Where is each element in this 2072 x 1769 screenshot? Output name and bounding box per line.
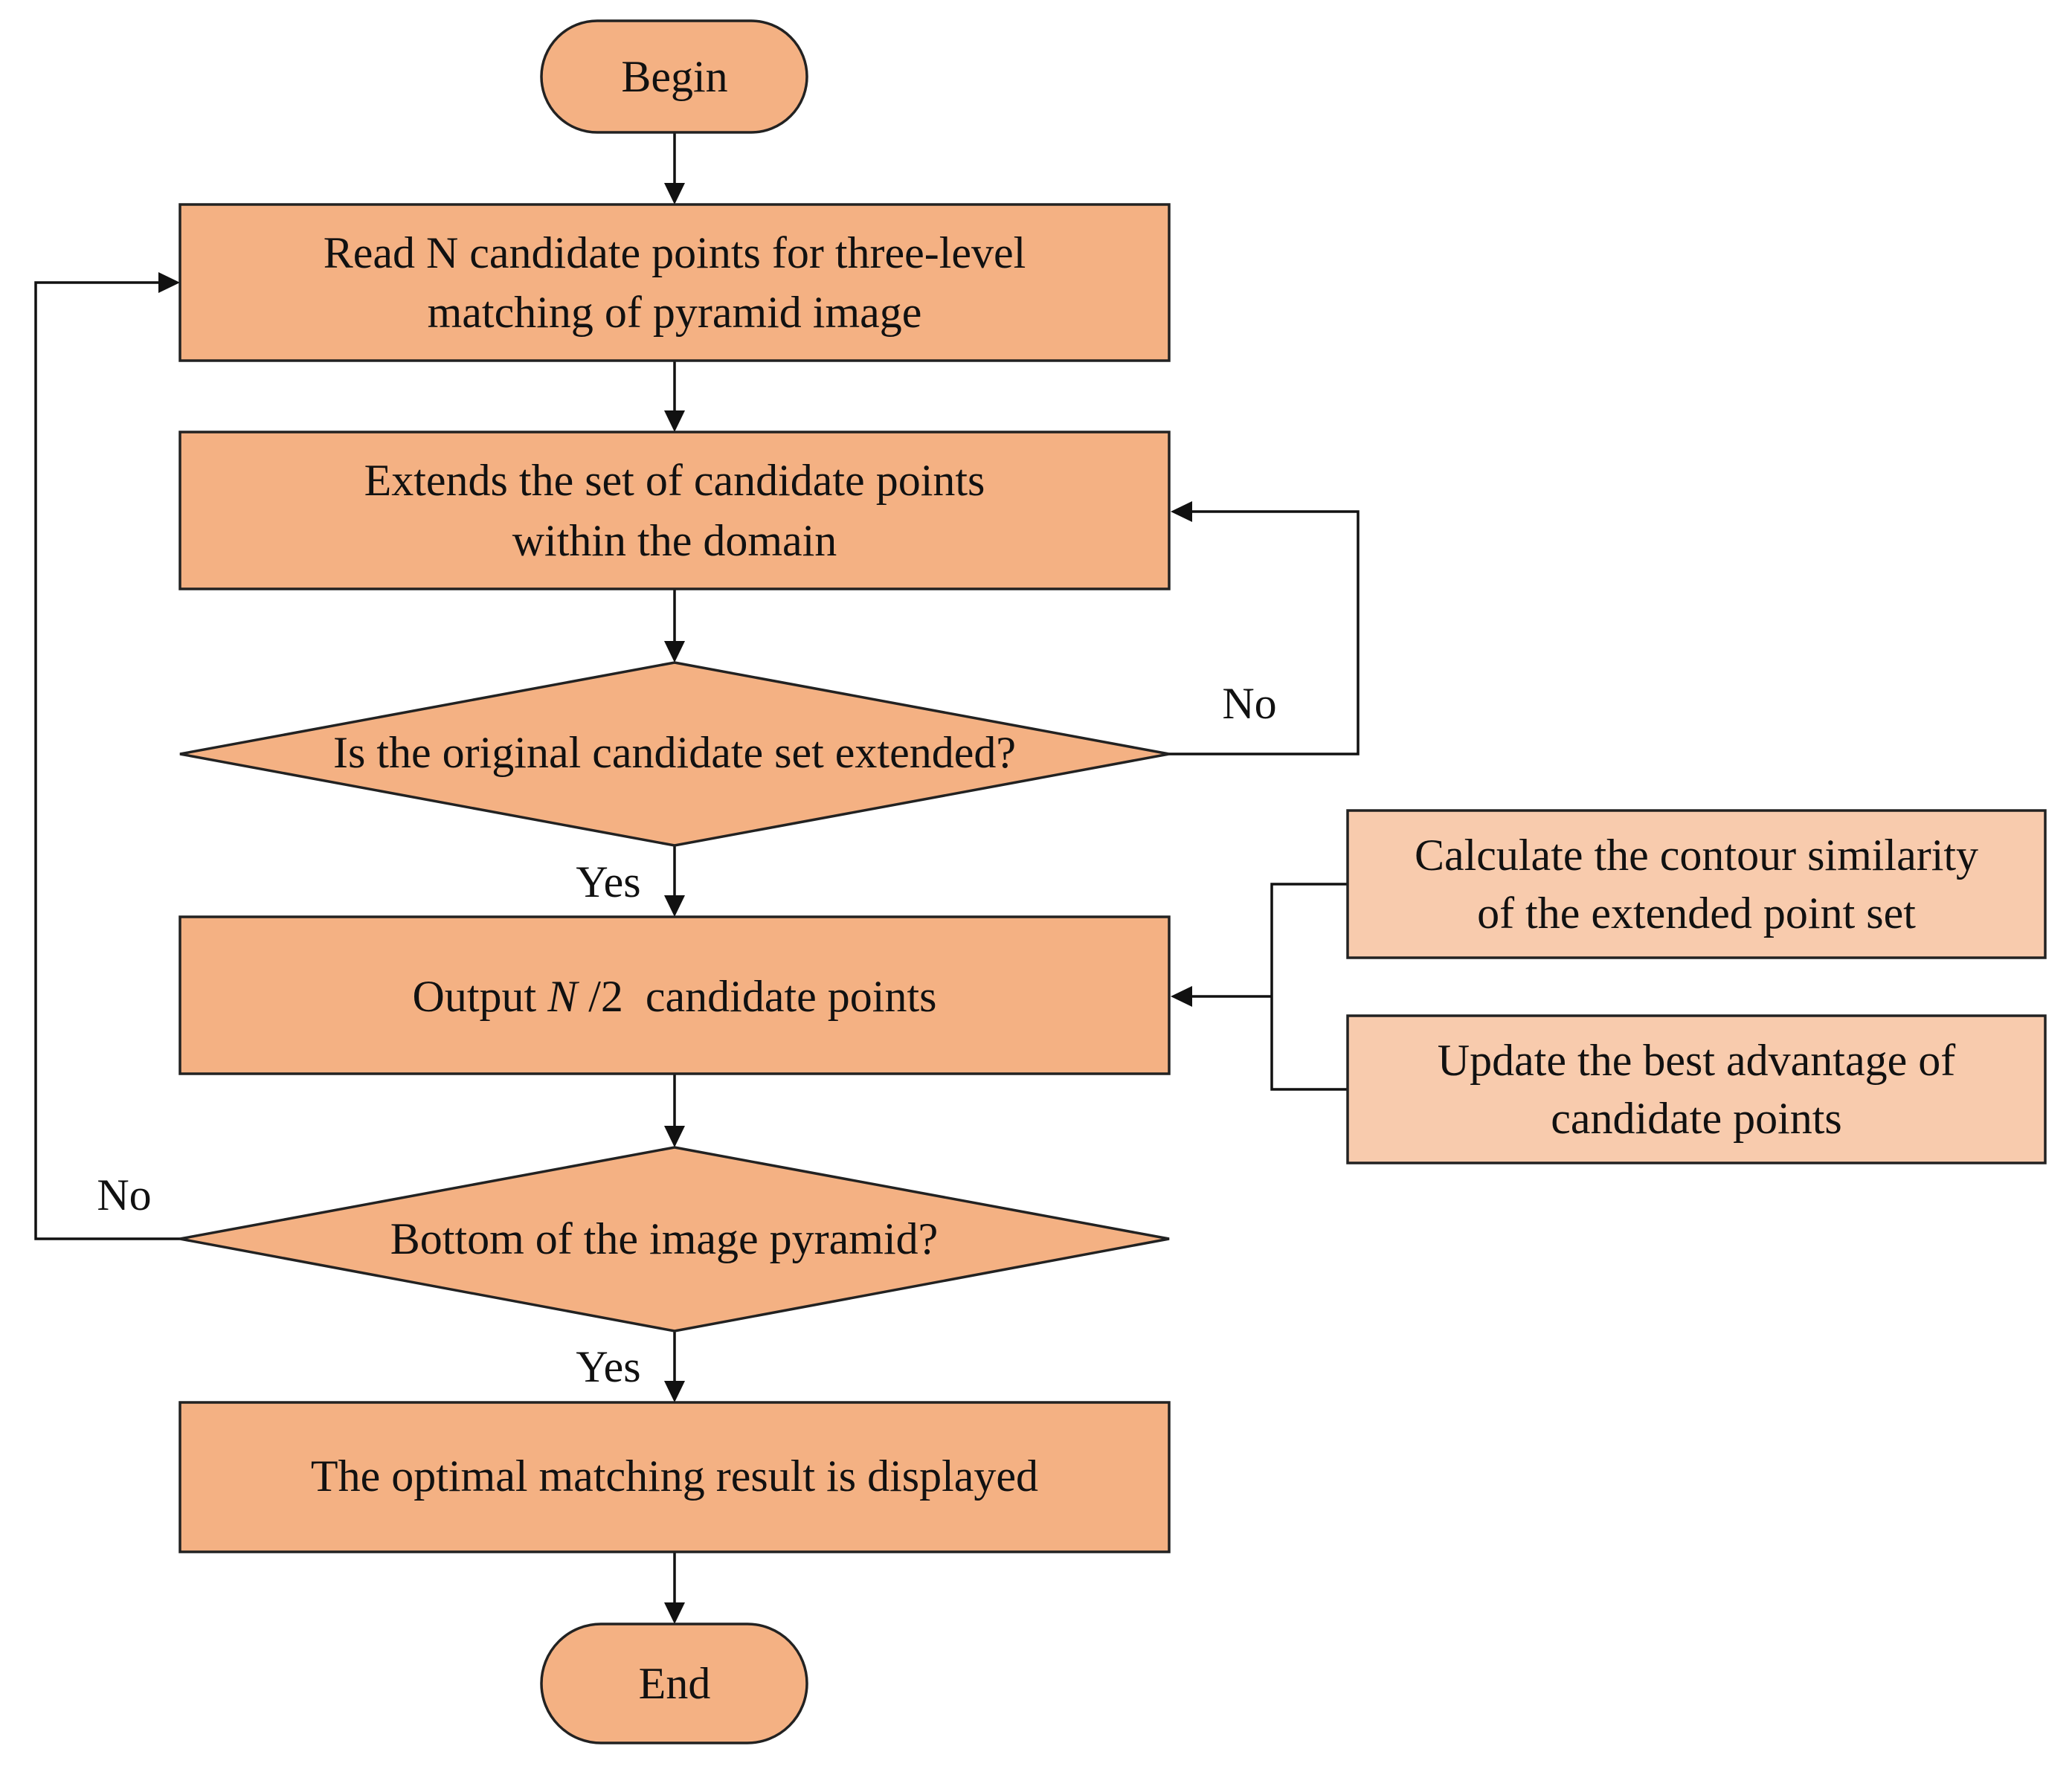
arrowhead-end bbox=[664, 1602, 685, 1624]
arrowhead-output-side bbox=[1171, 986, 1192, 1007]
output-label: Output N /2 candidate points bbox=[413, 972, 937, 1021]
decision-bottom-node: Bottom of the image pyramid? bbox=[179, 1146, 1170, 1333]
output-node: Output N /2 candidate points bbox=[178, 915, 1171, 1075]
edge-decision1-no-loop bbox=[1169, 510, 1360, 755]
update-label-line1: Update the best advantage of bbox=[1438, 1036, 1955, 1085]
arrowhead-read bbox=[664, 183, 685, 204]
result-box bbox=[178, 1401, 1171, 1553]
begin-terminator bbox=[540, 19, 808, 134]
extend-set-node: Extends the set of candidate points with… bbox=[178, 431, 1171, 590]
result-node: The optimal matching result is displayed bbox=[178, 1401, 1171, 1553]
edge-label-no-bottom: No bbox=[97, 1170, 151, 1219]
decision-extended-label: Is the original candidate set extended? bbox=[333, 728, 1016, 777]
edge-decision2-no-loop bbox=[34, 281, 180, 1240]
arrowhead-decision2 bbox=[664, 1126, 685, 1147]
begin-node: Begin bbox=[540, 19, 808, 134]
connectors bbox=[34, 132, 1360, 1624]
read-candidates-node: Read N candidate points for three-level … bbox=[178, 203, 1171, 362]
similarity-label-line2: of the extended point set bbox=[1477, 889, 1916, 938]
edge-side-bracket bbox=[1270, 883, 1348, 1091]
edge-label-yes-extended: Yes bbox=[576, 857, 640, 906]
arrowhead-result bbox=[664, 1381, 685, 1402]
update-box bbox=[1346, 1014, 2047, 1164]
output-label-prefix: Output bbox=[413, 972, 548, 1021]
output-box bbox=[178, 915, 1171, 1075]
read-candidates-label-line2: matching of pyramid image bbox=[428, 288, 922, 337]
arrowhead-read-loop bbox=[158, 272, 180, 293]
decision-extended-node: Is the original candidate set extended? bbox=[179, 661, 1170, 847]
extend-set-box bbox=[178, 431, 1171, 590]
output-label-suffix: /2 candidate points bbox=[577, 972, 936, 1021]
update-node: Update the best advantage of candidate p… bbox=[1346, 1014, 2047, 1164]
similarity-label-line1: Calculate the contour similarity bbox=[1415, 831, 1978, 880]
end-terminator bbox=[540, 1623, 808, 1744]
similarity-box bbox=[1346, 809, 2047, 959]
decision-bottom-diamond bbox=[179, 1146, 1170, 1333]
extend-set-label-line1: Extends the set of candidate points bbox=[364, 456, 985, 505]
arrowhead-extend-loop bbox=[1171, 501, 1192, 522]
end-node: End bbox=[540, 1623, 808, 1744]
edge-label-no-extended: No bbox=[1222, 679, 1276, 728]
result-label: The optimal matching result is displayed bbox=[311, 1451, 1038, 1501]
similarity-node: Calculate the contour similarity of the … bbox=[1346, 809, 2047, 959]
begin-label: Begin bbox=[621, 52, 727, 101]
read-candidates-box bbox=[178, 203, 1171, 362]
read-candidates-label-line1: Read N candidate points for three-level bbox=[324, 228, 1026, 277]
arrowhead-output bbox=[664, 895, 685, 917]
decision-bottom-label: Bottom of the image pyramid? bbox=[390, 1214, 939, 1263]
extend-set-label-line2: within the domain bbox=[512, 516, 837, 565]
arrowhead-extend bbox=[664, 410, 685, 432]
edge-label-yes-bottom: Yes bbox=[576, 1342, 640, 1391]
decision-extended-diamond bbox=[179, 661, 1170, 847]
update-label-line2: candidate points bbox=[1551, 1094, 1842, 1143]
end-label: End bbox=[639, 1659, 711, 1708]
arrowhead-decision1 bbox=[664, 641, 685, 663]
output-label-n: N bbox=[547, 972, 579, 1021]
